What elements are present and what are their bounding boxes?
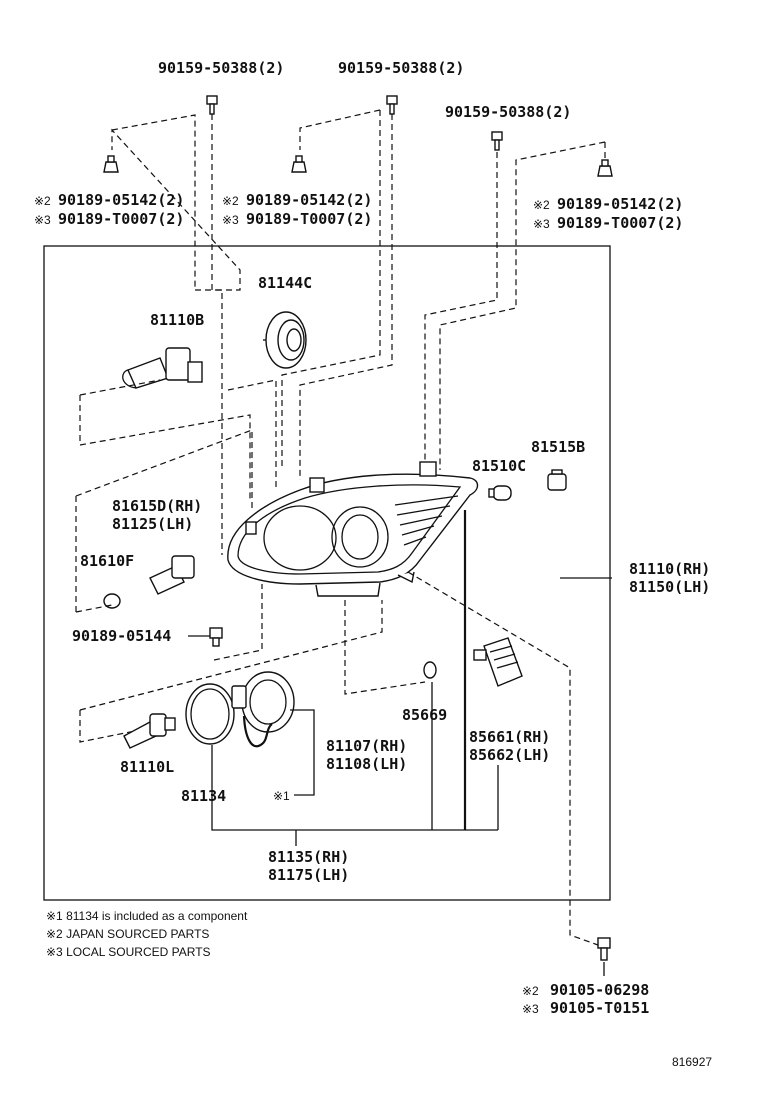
label-clip-right-jp[interactable]: 90189-05142(2): [557, 195, 683, 213]
label-81134[interactable]: 81134: [181, 787, 226, 805]
label-bolt-top-mid[interactable]: 90159-50388(2): [338, 59, 464, 77]
leader-left-clip: [111, 114, 196, 290]
leader-81615d-2: [195, 289, 223, 555]
leader-right-clip: [439, 141, 606, 470]
wedge-bulb-icon: [103, 593, 121, 609]
label-clip-left-jp[interactable]: 90189-05142(2): [58, 191, 184, 209]
leader-left-bolt: [111, 114, 241, 291]
clip-nut-icon: [103, 155, 119, 173]
label-81107-rh[interactable]: 81107(RH): [326, 737, 407, 755]
bolt-icon: [386, 95, 398, 115]
seal-ring-icon: [185, 683, 235, 745]
hid-bulb-icon: [123, 713, 176, 749]
bulb-socket-icon: [149, 555, 195, 595]
label-81150-lh[interactable]: 81150(LH): [629, 578, 710, 596]
small-bulb-icon: [488, 485, 512, 501]
assembly-frame: [43, 245, 611, 901]
label-81144c[interactable]: 81144C: [258, 274, 312, 292]
igniter-icon: [231, 671, 295, 748]
label-clip-mid-local[interactable]: 90189-T0007(2): [246, 210, 372, 228]
mark-jp-left: ※2: [34, 194, 51, 208]
headlight-bulb-icon: [122, 347, 203, 389]
note-local: ※3 LOCAL SOURCED PARTS: [46, 945, 211, 959]
label-81125-lh[interactable]: 81125(LH): [112, 515, 193, 533]
mark-jp-mid: ※2: [222, 194, 239, 208]
leader-81110b-2: [227, 379, 277, 490]
label-85669[interactable]: 85669: [402, 706, 447, 724]
label-81610f[interactable]: 81610F: [80, 552, 134, 570]
screw-icon: [209, 627, 223, 647]
leader-81615d: [75, 429, 253, 612]
leader-81610f: [75, 604, 113, 613]
label-90189-05144[interactable]: 90189-05144: [72, 627, 171, 645]
bulb-cap-icon: [263, 311, 307, 369]
leader-mid-bolt: [299, 114, 393, 480]
headlamp-housing: [227, 461, 479, 597]
bracket-81107: [290, 709, 315, 796]
bracket-81135: [211, 745, 498, 831]
label-clip-left-local[interactable]: 90189-T0007(2): [58, 210, 184, 228]
leader-mid-clip-2: [281, 110, 381, 470]
leader-right-bolt: [424, 152, 498, 470]
mark-local-right: ※3: [533, 217, 550, 231]
leader-85669: [344, 600, 426, 695]
leader-screw-up: [213, 584, 263, 661]
label-85661-rh[interactable]: 85661(RH): [469, 728, 550, 746]
leader-bottom-bolt: [407, 571, 599, 946]
note-component: ※1 81134 is included as a component: [46, 909, 248, 923]
socket-icon: [547, 469, 567, 491]
label-81510c[interactable]: 81510C: [472, 457, 526, 475]
label-bolt-bottom-local[interactable]: 90105-T0151: [550, 999, 649, 1017]
label-bolt-top-left[interactable]: 90159-50388(2): [158, 59, 284, 77]
mark-jp-bottom: ※2: [522, 984, 539, 998]
mark-component: ※1: [273, 789, 290, 803]
label-clip-right-local[interactable]: 90189-T0007(2): [557, 214, 683, 232]
leader-lower-box-left: [79, 710, 141, 743]
label-85662-lh[interactable]: 85662(LH): [469, 746, 550, 764]
label-clip-mid-jp[interactable]: 90189-05142(2): [246, 191, 372, 209]
label-81175-lh[interactable]: 81175(LH): [268, 866, 349, 884]
diagram-id: 816927: [672, 1055, 712, 1069]
mark-local-left: ※3: [34, 213, 51, 227]
bolt-icon: [206, 95, 218, 115]
clip-nut-icon: [291, 155, 307, 173]
label-81135-rh[interactable]: 81135(RH): [268, 848, 349, 866]
mark-local-mid: ※3: [222, 213, 239, 227]
label-bolt-bottom-jp[interactable]: 90105-06298: [550, 981, 649, 999]
label-81110-rh[interactable]: 81110(RH): [629, 560, 710, 578]
leader-lower-box-top: [79, 600, 383, 711]
label-81615d-rh[interactable]: 81615D(RH): [112, 497, 202, 515]
mark-local-bottom: ※3: [522, 1002, 539, 1016]
label-81110l[interactable]: 81110L: [120, 758, 174, 776]
o-ring-icon: [423, 661, 437, 679]
label-81108-lh[interactable]: 81108(LH): [326, 755, 407, 773]
label-bolt-top-right[interactable]: 90159-50388(2): [445, 103, 571, 121]
leader-mid-clip: [299, 109, 381, 150]
leader-81110b: [79, 379, 251, 500]
leveling-motor-icon: [473, 637, 523, 687]
mark-jp-right: ※2: [533, 198, 550, 212]
note-japan: ※2 JAPAN SOURCED PARTS: [46, 927, 209, 941]
label-81110b[interactable]: 81110B: [150, 311, 204, 329]
label-81515b[interactable]: 81515B: [531, 438, 585, 456]
bolt-icon: [597, 937, 611, 976]
bolt-icon: [491, 131, 503, 151]
clip-nut-icon: [597, 159, 613, 177]
